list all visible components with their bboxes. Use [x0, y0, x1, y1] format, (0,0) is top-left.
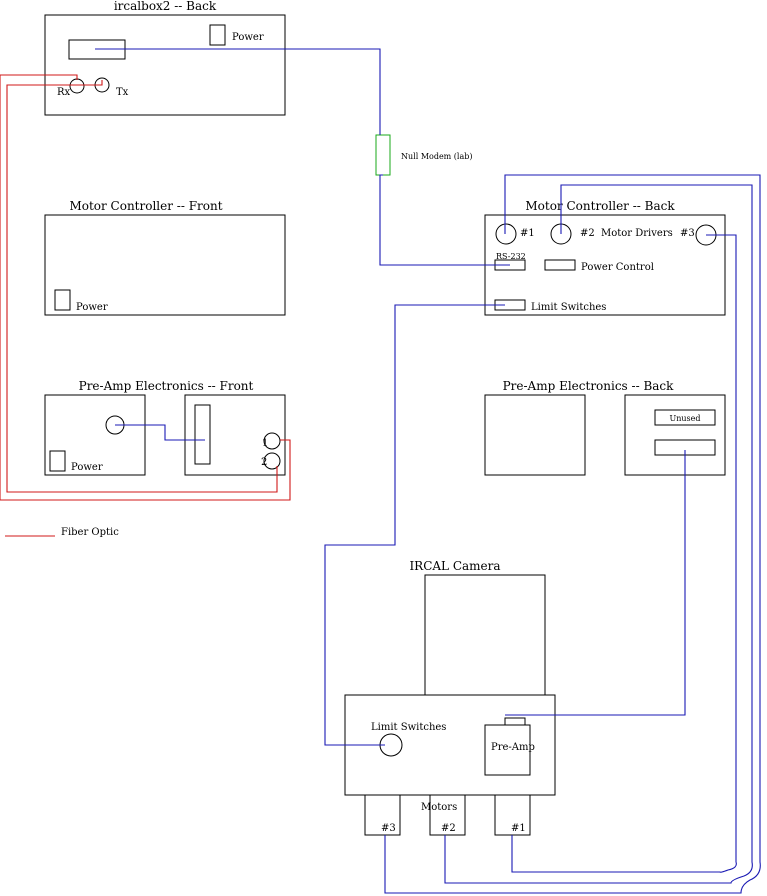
- motor-controller-front-panel: Motor Controller -- Front Power: [44, 199, 286, 316]
- motor-driver-3-label: #3: [680, 228, 695, 239]
- preamp-front-title: Pre-Amp Electronics -- Front: [79, 379, 254, 393]
- limit-switches-label: Limit Switches: [531, 302, 606, 313]
- camera-preamp-label: Pre-Amp: [491, 742, 535, 753]
- preamp-back-left-frame: [484, 394, 586, 476]
- tx-label: Tx: [116, 87, 129, 98]
- mc-front-power-switch: [54, 289, 71, 311]
- camera-preamp-port: [504, 717, 526, 726]
- motors-label: Motors: [421, 802, 457, 813]
- serial-cable-to-null-modem: [95, 48, 381, 135]
- motor-3-label: #3: [381, 823, 396, 834]
- ircalbox-power-label: Power: [232, 32, 264, 43]
- fiber-tx-to-port-2: [6, 80, 278, 493]
- preamp-front-internal-cable: [115, 424, 205, 441]
- motor-3-box: [364, 794, 401, 836]
- motor-2-box: [429, 794, 466, 836]
- motor-1-drive-cable: [384, 174, 761, 894]
- motor-controller-back-panel: Motor Controller -- Back #1 #2 Motor Dri…: [484, 199, 726, 316]
- mc-front-power-label: Power: [76, 302, 108, 313]
- ircal-camera: IRCAL Camera Limit Switches Pre-Amp Moto…: [344, 559, 556, 836]
- mc-back-title: Motor Controller -- Back: [525, 199, 675, 213]
- ircalbox-title: ircalbox2 -- Back: [114, 0, 217, 13]
- fiber-rx-to-port-1: [0, 74, 291, 501]
- rs232-label: RS-232: [496, 252, 526, 261]
- motor-2-label: #2: [441, 823, 456, 834]
- preamp-back-panel: Pre-Amp Electronics -- Back Unused: [484, 379, 726, 476]
- preamp-front-port-2: [263, 452, 281, 470]
- limit-switch-cable: [324, 304, 505, 746]
- mc-front-title: Motor Controller -- Front: [69, 199, 222, 213]
- rx-label: Rx: [57, 87, 71, 98]
- motor-2-drive-cable: [444, 184, 753, 884]
- unused-port: [654, 409, 716, 426]
- power-control-label: Power Control: [581, 262, 654, 273]
- fiber-legend-label: Fiber Optic: [61, 527, 119, 538]
- preamp-front-slot: [194, 404, 211, 465]
- null-modem-label: Null Modem (lab): [401, 152, 473, 161]
- serial-cable-to-rs232: [379, 174, 510, 266]
- preamp-front-right-frame: [184, 394, 286, 476]
- motor-3-drive-cable: [511, 234, 737, 873]
- preamp-front-port-2-label: 2: [261, 457, 267, 468]
- unused-label: Unused: [669, 414, 700, 423]
- power-control-port: [544, 259, 576, 271]
- ircalbox-power-switch: [209, 24, 226, 46]
- mc-front-frame: [44, 214, 286, 316]
- preamp-front-panel: Pre-Amp Electronics -- Front Power 1 2: [44, 379, 286, 476]
- preamp-front-power-label: Power: [71, 462, 103, 473]
- ircalbox-back-panel: ircalbox2 -- Back Power Rx Tx: [44, 0, 286, 116]
- motor-driver-2-label: #2: [580, 228, 595, 239]
- camera-dewar: [424, 574, 546, 696]
- camera-title: IRCAL Camera: [409, 559, 500, 573]
- motor-drivers-label: Motor Drivers: [601, 228, 673, 239]
- preamp-front-left-frame: [44, 394, 146, 476]
- ircalbox-frame: [44, 14, 286, 116]
- null-modem: [375, 134, 391, 176]
- camera-limit-label: Limit Switches: [371, 722, 446, 733]
- preamp-front-port-1: [263, 432, 281, 450]
- preamp-front-port-1-label: 1: [262, 438, 268, 449]
- rx-port: [69, 78, 85, 94]
- preamp-back-title: Pre-Amp Electronics -- Back: [503, 379, 675, 393]
- motor-1-label: #1: [511, 823, 526, 834]
- motor-driver-port-1: [495, 223, 517, 245]
- preamp-cable: [505, 450, 686, 716]
- motor-driver-1-label: #1: [520, 228, 535, 239]
- preamp-front-power-switch: [49, 450, 66, 472]
- preamp-back-right-frame: [624, 394, 726, 476]
